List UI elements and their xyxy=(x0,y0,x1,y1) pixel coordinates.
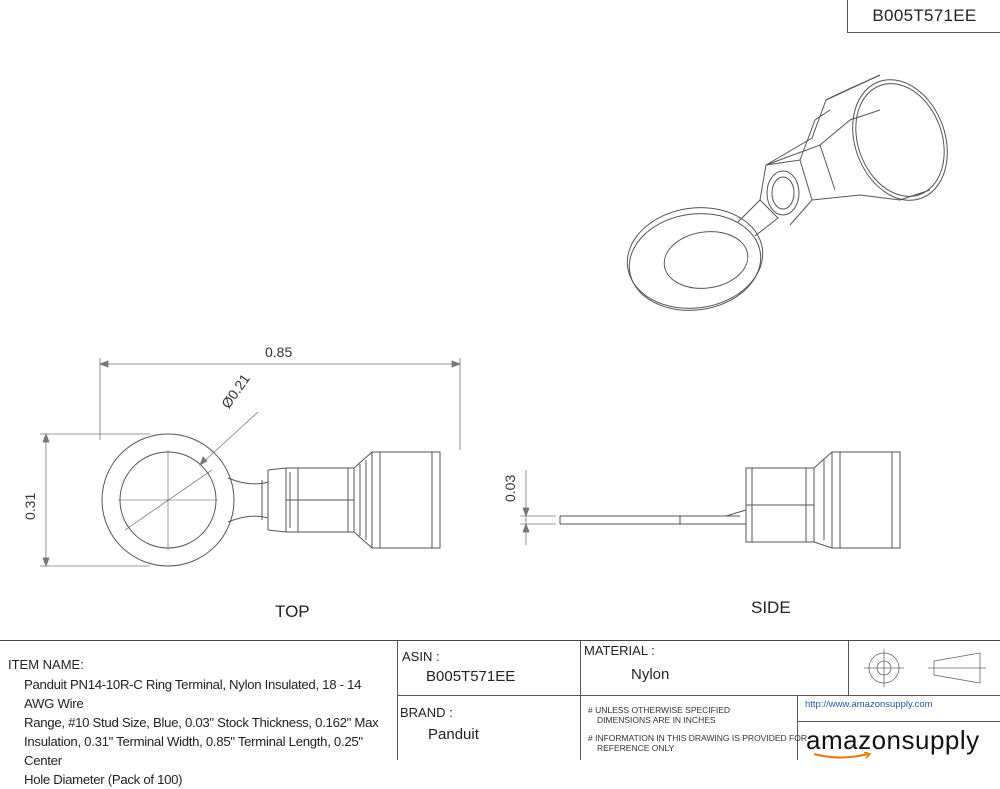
top-view-label: TOP xyxy=(275,602,310,621)
drawing-asin-header: B005T571EE xyxy=(847,0,1000,33)
item-description-line: Panduit PN14-10R-C Ring Terminal, Nylon … xyxy=(24,677,362,711)
amazon-smile-icon xyxy=(813,752,872,759)
thickness-dimension: 0.03 xyxy=(502,474,518,502)
brand-value: Panduit xyxy=(428,726,479,743)
amazonsupply-logo: amazonsupply xyxy=(806,725,980,756)
dimension-lines xyxy=(40,358,556,568)
item-description: Panduit PN14-10R-C Ring Terminal, Nylon … xyxy=(24,675,386,789)
top-view-terminal xyxy=(101,433,441,567)
side-view-terminal xyxy=(559,451,901,549)
iso-view-terminal xyxy=(626,74,948,311)
note-reference: # INFORMATION IN THIS DRAWING IS PROVIDE… xyxy=(588,733,807,753)
amazonsupply-url-link[interactable]: http://www.amazonsupply.com xyxy=(805,699,933,710)
item-name-label: ITEM NAME: xyxy=(8,657,84,672)
material-label: MATERIAL : xyxy=(584,643,655,658)
projection-symbol-icon xyxy=(864,649,986,687)
logo-text-supply: supply xyxy=(901,725,980,755)
material-value: Nylon xyxy=(631,666,670,683)
note-units-line-1: # UNLESS OTHERWISE SPECIFIED xyxy=(588,705,731,715)
brand-label: BRAND : xyxy=(400,705,453,720)
length-dimension: 0.85 xyxy=(265,344,293,360)
technical-drawing xyxy=(40,74,948,568)
item-description-line: Range, #10 Stud Size, Blue, 0.03" Stock … xyxy=(24,715,379,730)
asin-value: B005T571EE xyxy=(426,668,516,685)
note-units: # UNLESS OTHERWISE SPECIFIED DIMENSIONS … xyxy=(588,705,730,725)
title-block: ITEM NAME: Panduit PN14-10R-C Ring Termi… xyxy=(0,640,1000,787)
note-reference-line-1: # INFORMATION IN THIS DRAWING IS PROVIDE… xyxy=(588,733,807,743)
item-description-line: Insulation, 0.31" Terminal Width, 0.85" … xyxy=(24,734,363,768)
note-reference-line-2: REFERENCE ONLY xyxy=(597,743,675,753)
item-description-line: Hole Diameter (Pack of 100) xyxy=(24,772,183,787)
asin-label: ASIN : xyxy=(402,649,440,664)
side-view-label: SIDE xyxy=(751,598,791,617)
logo-text-amazon: amazon xyxy=(806,725,902,755)
note-units-line-2: DIMENSIONS ARE IN INCHES xyxy=(597,715,716,725)
width-dimension: 0.31 xyxy=(22,492,38,520)
